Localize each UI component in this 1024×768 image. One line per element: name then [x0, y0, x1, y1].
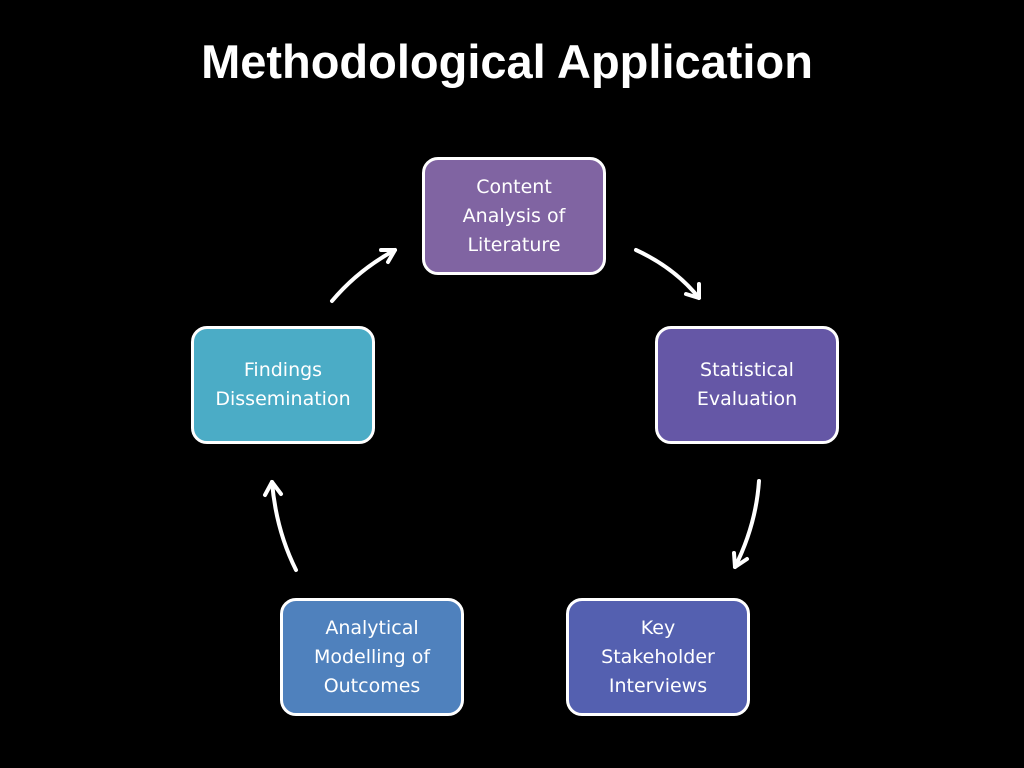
- arrow-findings-to-content: [330, 248, 397, 303]
- arrow-analytical-to-findings: [263, 480, 298, 572]
- node-findings-dissemination: Findings Dissemination: [191, 326, 375, 444]
- node-key-stakeholder-interviews: Key Stakeholder Interviews: [566, 598, 750, 716]
- node-label: Key Stakeholder Interviews: [601, 616, 715, 697]
- slide-title: Methodological Application: [201, 35, 813, 88]
- node-label: Content Analysis of Literature: [462, 175, 566, 256]
- node-label: Statistical Evaluation: [696, 359, 798, 410]
- node-statistical-evaluation: Statistical Evaluation: [655, 326, 839, 444]
- node-label: Analytical Modelling of Outcomes: [313, 616, 431, 697]
- arrow-statistical-to-stakeholder: [732, 479, 761, 569]
- node-analytical-modelling-of-outcomes: Analytical Modelling of Outcomes: [280, 598, 464, 716]
- arrow-content-to-statistical: [634, 248, 701, 300]
- node-content-analysis-of-literature: Content Analysis of Literature: [422, 157, 606, 275]
- node-label: Findings Dissemination: [215, 359, 351, 410]
